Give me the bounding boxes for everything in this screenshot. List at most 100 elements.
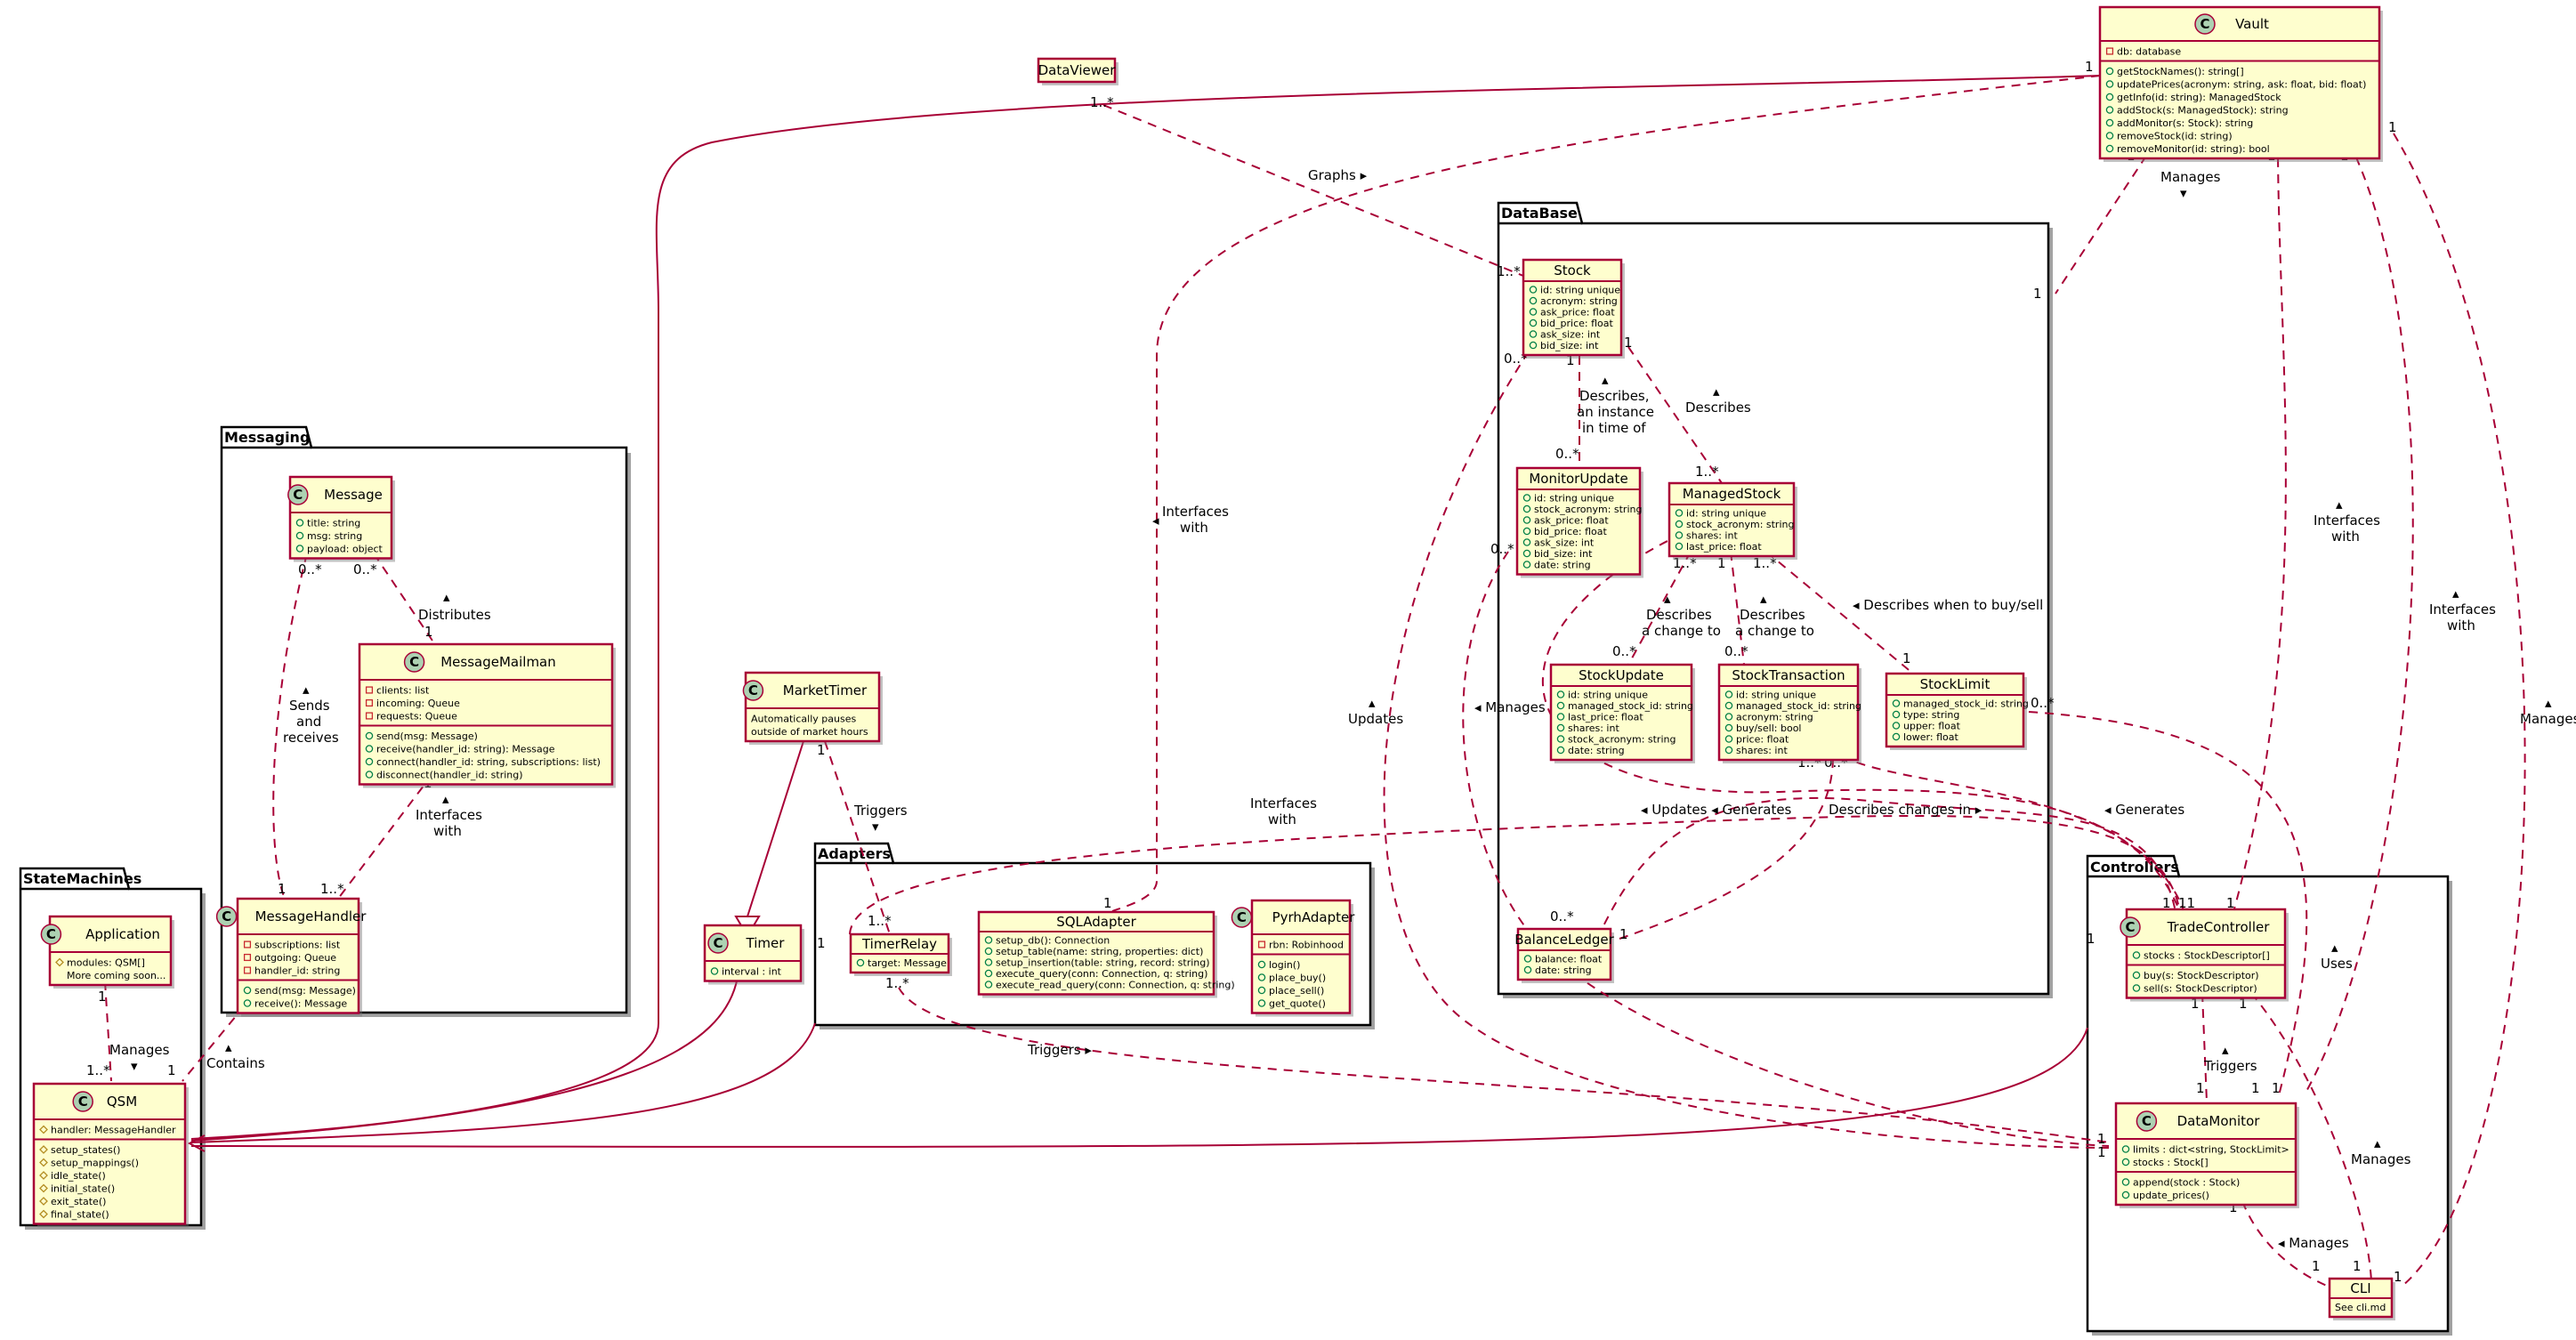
multiplicities: 1 1..* 1..* 1 1 1 1 1 0..* 1 1 0..* 1..*… bbox=[86, 59, 2402, 1285]
label-manages-vault-arrow: ▾ bbox=[2180, 185, 2187, 201]
class-attribute: bid_size: int bbox=[1534, 548, 1593, 560]
class-method: receive(handler_id: string): Message bbox=[376, 744, 555, 755]
class-method: getInfo(id: string): ManagedStock bbox=[2117, 92, 2281, 103]
class-box bbox=[358, 642, 614, 786]
mult-tc-bottom: 1 bbox=[2191, 996, 2200, 1012]
edge-vault-sqladapter bbox=[1111, 75, 2101, 912]
package-label-adapters: Adapters bbox=[818, 845, 891, 862]
class-box bbox=[1037, 57, 1117, 84]
class-name: BalanceLedger bbox=[1514, 932, 1614, 948]
class-attribute: managed_stock_id: string bbox=[1903, 698, 2029, 710]
mult-dm-left-2: 1 bbox=[2097, 1144, 2106, 1160]
class-attribute: requests: Queue bbox=[376, 711, 457, 722]
class-name: Timer bbox=[746, 935, 786, 951]
label-manages-app-1: Manages bbox=[109, 1042, 170, 1058]
label-tc-triggers-2: Triggers bbox=[2203, 1058, 2257, 1074]
label-graphs: Graphs ▸ bbox=[1308, 167, 1368, 183]
class-method: addMonitor(s: Stock): string bbox=[2117, 117, 2253, 129]
class-method: setup_mappings() bbox=[51, 1158, 139, 1169]
mult-dm-top-2: 1 bbox=[2251, 1080, 2260, 1096]
mult-st-ms: 0..* bbox=[1724, 643, 1748, 659]
mult-handler-msg: 1 bbox=[278, 881, 287, 897]
mult-timerrelay-bottom: 1..* bbox=[885, 975, 909, 991]
edge-stocktransaction-tradecontroller bbox=[1841, 755, 2185, 913]
class-attribute: ask_size: int bbox=[1534, 537, 1595, 549]
mult-ms-sl: 1..* bbox=[1753, 555, 1777, 571]
class-name: StockTransaction bbox=[1732, 667, 1845, 683]
edge-vault-cli bbox=[2393, 133, 2526, 1287]
class-method: getStockNames(): string[] bbox=[2117, 66, 2244, 77]
label-manages-right-1: ▴ bbox=[2545, 695, 2552, 711]
class-method: place_buy() bbox=[1269, 973, 1326, 984]
class-attribute: bid_price: float bbox=[1534, 526, 1607, 537]
label-triggers-2: ▾ bbox=[872, 819, 879, 835]
package-label-database: DataBase bbox=[1501, 205, 1578, 222]
label-describes-change-a-1: ▴ bbox=[1664, 591, 1671, 607]
label-iw-tc-2: Interfaces bbox=[2314, 513, 2380, 529]
edge-markettimer-timer bbox=[747, 740, 804, 917]
mult-bl-right: 1 bbox=[1619, 926, 1628, 942]
class-note: See cli.md bbox=[2335, 1302, 2386, 1313]
class-icon bbox=[2120, 916, 2141, 938]
label-describes-instance-1: ▴ bbox=[1602, 372, 1609, 388]
class-attribute: setup_db(): Connection bbox=[996, 935, 1110, 947]
label-updates-generates: ◂ Updates ◂ Generates bbox=[1641, 802, 1792, 818]
class-attribute: setup_table(name: string, properties: di… bbox=[996, 946, 1203, 957]
class-icon-letter: C bbox=[713, 935, 723, 951]
label-manages-right-2: Manages bbox=[2520, 711, 2576, 727]
class-attribute: stock_acronym: string bbox=[1568, 734, 1676, 746]
class-attribute: stocks : Stock[] bbox=[2133, 1157, 2209, 1168]
mult-tc-11: 11 bbox=[2178, 895, 2195, 911]
mult-markettimer: 1 bbox=[817, 742, 826, 758]
mult-adapters-left: 1 bbox=[817, 935, 826, 951]
class-attribute: id: string unique bbox=[1686, 508, 1766, 520]
class-attribute: incoming: Queue bbox=[376, 698, 460, 709]
class-box bbox=[1885, 672, 2025, 748]
label-distributes-2: Distributes bbox=[418, 607, 491, 623]
label-describes-buysell: ◂ Describes when to buy/sell bbox=[1853, 597, 2043, 613]
class-icon-letter: C bbox=[1237, 909, 1247, 925]
class-name: CLI bbox=[2350, 1280, 2370, 1296]
label-triggers-3: Triggers ▸ bbox=[1027, 1042, 1092, 1058]
class-attribute: last_price: float bbox=[1568, 712, 1643, 723]
label-iw-tc-1: ▴ bbox=[2336, 496, 2343, 513]
mult-sl-ms: 1 bbox=[1902, 650, 1911, 666]
label-iw-sql-arrow: ◂ bbox=[1152, 513, 1159, 529]
edge-labels: Graphs ▸ Manages ▾ ◂ Interfaces with ▴ D… bbox=[109, 167, 2576, 1251]
class-attribute: managed_stock_id: string bbox=[1568, 700, 1693, 712]
class-box bbox=[744, 671, 881, 743]
class-attribute: More coming soon... bbox=[67, 970, 166, 981]
edge-message-messagehandler bbox=[272, 553, 308, 900]
class-attribute: managed_stock_id: string bbox=[1736, 700, 1861, 712]
mult-bl-left: 0..* bbox=[1550, 908, 1574, 924]
class-attribute: subscriptions: list bbox=[254, 940, 341, 951]
package-label-statemachines: StateMachines bbox=[23, 870, 141, 887]
edge-markettimer-timerrelay bbox=[824, 740, 891, 935]
class-icon bbox=[707, 932, 729, 954]
mult-dm-top: 1 bbox=[2196, 1080, 2205, 1096]
class-method: exit_state() bbox=[51, 1196, 106, 1207]
class-name: Application bbox=[85, 926, 160, 942]
edge-vault-datamonitor bbox=[2304, 141, 2414, 1095]
class-attribute: modules: QSM[] bbox=[67, 957, 145, 969]
class-icon bbox=[742, 680, 764, 701]
class-method: setup_states() bbox=[51, 1144, 120, 1156]
edges bbox=[104, 75, 2526, 1287]
class-attribute: date: string bbox=[1535, 965, 1592, 976]
class-attribute: setup_insertion(table: string, record: s… bbox=[996, 957, 1210, 969]
edge-balanceledger-tradecontroller bbox=[1596, 796, 2176, 940]
class-icon bbox=[2194, 13, 2216, 35]
label-manages-dm: ◂ Manages bbox=[2278, 1235, 2349, 1251]
class-method: updatePrices(acronym: string, ask: float… bbox=[2117, 79, 2366, 91]
mult-dm-bottom: 1 bbox=[2229, 1199, 2238, 1215]
class-attribute: interval : int bbox=[722, 966, 782, 978]
class-name: SQLAdapter bbox=[1056, 914, 1136, 930]
